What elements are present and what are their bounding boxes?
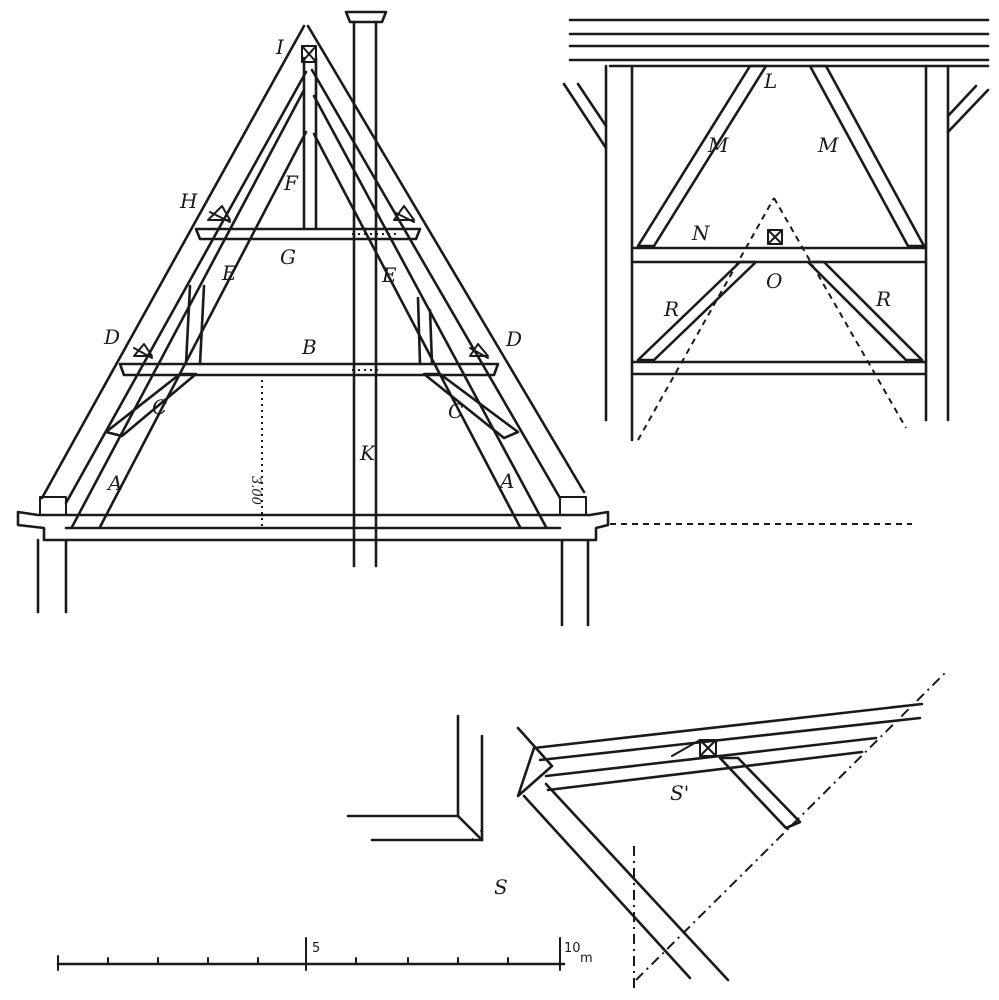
braces-C [104,372,520,440]
label-E-right: E [381,263,397,287]
label-R-left: R [663,297,679,321]
label-C-left: C [152,395,167,419]
label-M-left: M [707,133,729,157]
label-F: F [283,171,299,195]
label-S: S [494,875,508,899]
plan-detail: S S' [346,671,947,990]
height-dimension-label: 3.00 [248,476,263,505]
scale-label-10: 10 [564,941,581,956]
label-H: H [179,189,198,213]
label-S-prime: S' [670,781,689,805]
chimney-K [344,10,388,568]
label-G: G [280,245,296,269]
wall-plate [16,496,610,627]
label-M-right: M [817,133,839,157]
label-R-right: R [875,287,891,311]
label-A-right: A [498,469,514,493]
label-D-right: D [505,327,522,351]
king-post-F [301,45,318,230]
scale-bar: 5 10 m [56,937,593,971]
label-K: K [359,441,376,465]
label-D-left: D [103,325,120,349]
label-I: I [275,35,285,59]
label-E-left: E [221,261,237,285]
label-O: O [766,269,782,293]
scale-unit: m [580,951,593,966]
posts-E [184,284,434,366]
longitudinal-section: L M M N O R R [562,18,990,525]
scale-label-5: 5 [312,941,320,956]
main-truss-elevation: I H F G E E D D B C C A A K 3.00 [16,10,610,627]
joint-connectors [133,205,489,359]
label-N: N [691,221,711,245]
label-B: B [301,335,317,359]
label-C-right: C [448,399,463,423]
label-L: L [763,69,777,93]
tie-beam-B [118,362,500,377]
label-A-left: A [106,471,122,495]
